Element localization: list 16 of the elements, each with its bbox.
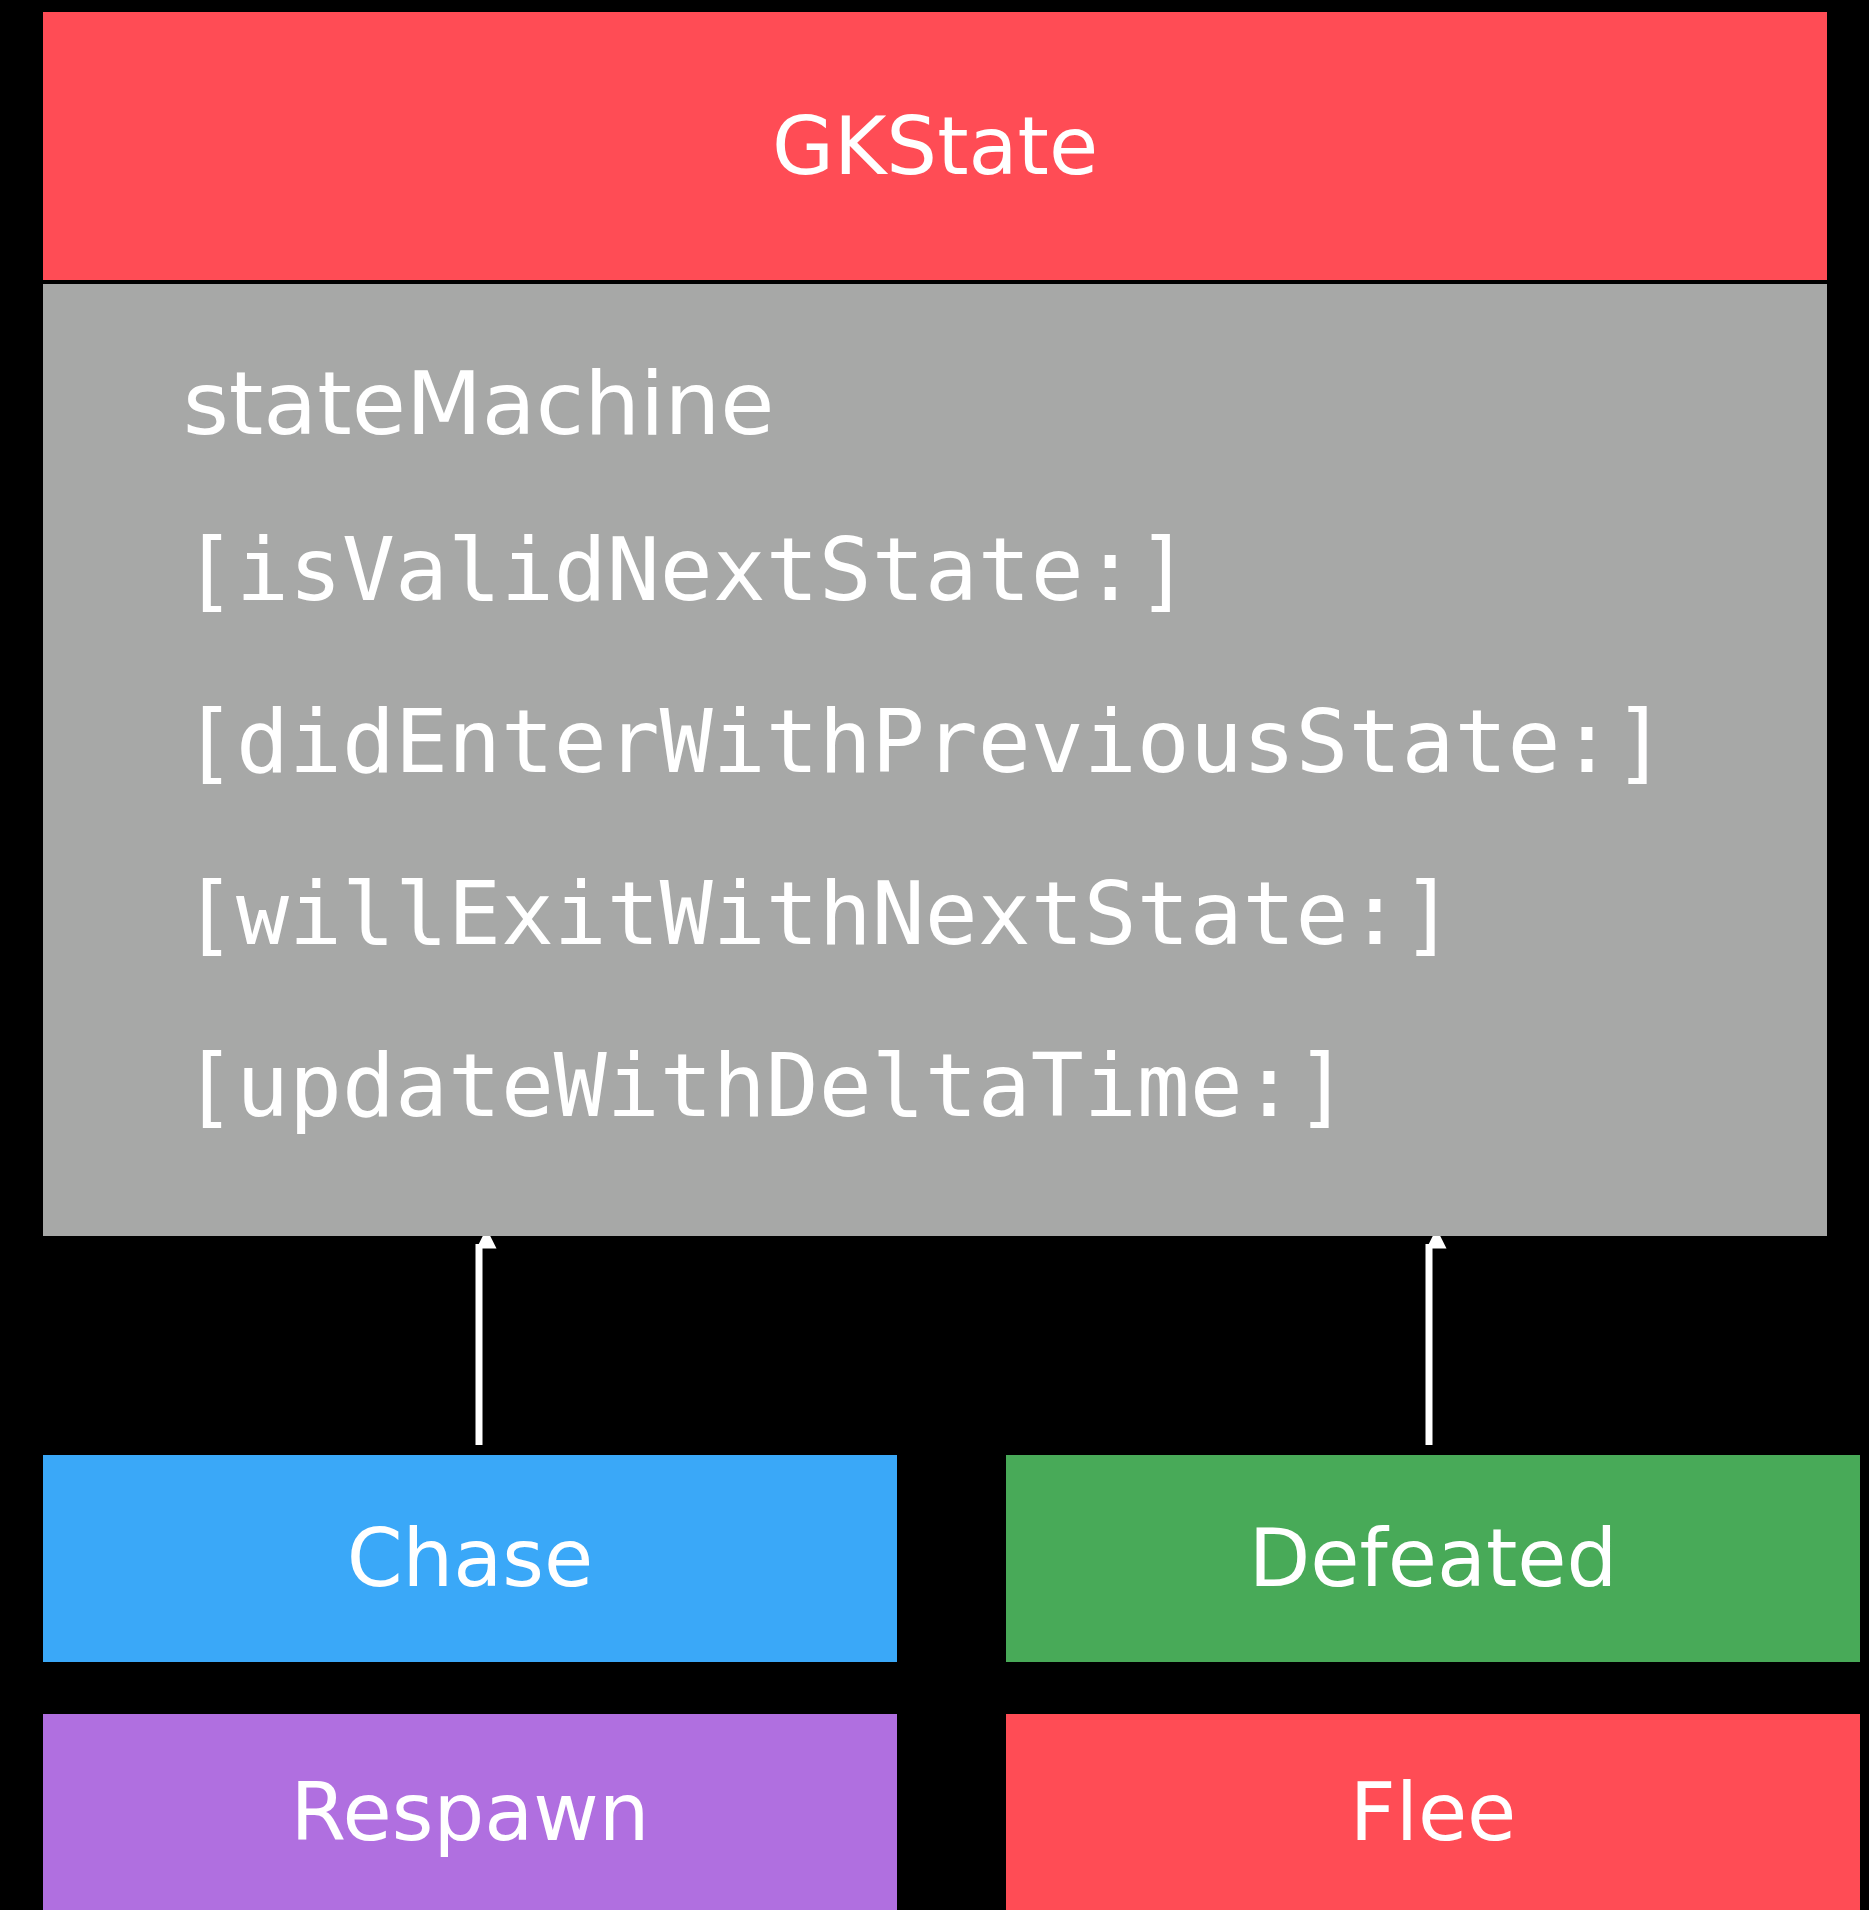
method-name: [willExitWithNextState:] <box>183 861 1455 967</box>
method-name: [didEnterWithPreviousState:] <box>183 689 1667 795</box>
class-name: Chase <box>346 1512 594 1605</box>
class-name: Respawn <box>290 1765 650 1859</box>
class-name: Defeated <box>1248 1512 1618 1605</box>
subclass-box <box>43 1455 897 1662</box>
class-header-box <box>43 12 1827 280</box>
method-name: [updateWithDeltaTime:] <box>183 1033 1349 1139</box>
subclass-box <box>43 1714 897 1910</box>
class-name: GKState <box>771 99 1099 193</box>
class-name: Flee <box>1349 1765 1517 1859</box>
property-name: stateMachine <box>183 351 775 457</box>
method-name: [isValidNextState:] <box>183 517 1190 623</box>
subclass-box <box>1006 1455 1860 1662</box>
class-body-box <box>43 284 1827 1236</box>
subclass-box <box>1006 1714 1860 1910</box>
